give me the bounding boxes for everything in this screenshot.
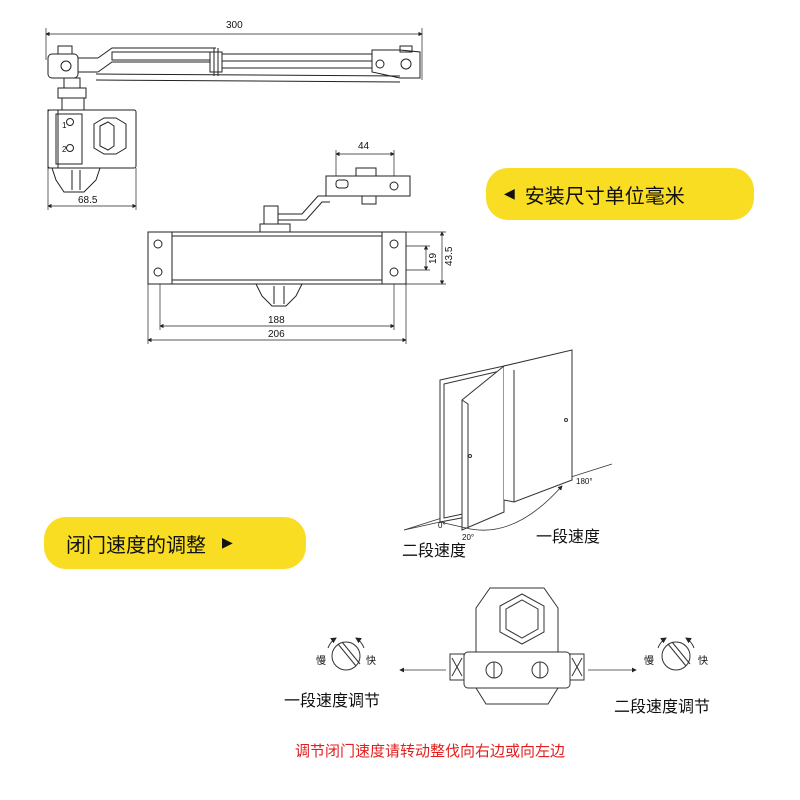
left-triangle-icon: ◀ <box>504 186 515 202</box>
left-adjust-screw <box>327 637 365 671</box>
dim-206-label: 206 <box>268 329 285 340</box>
angle-180-label: 180° <box>576 477 593 486</box>
right-adjust-screw <box>657 637 695 671</box>
left-slow-label: 慢 <box>316 655 326 667</box>
adjust-note: 调节闭门速度请转动整伐向右边或向左边 <box>294 742 565 760</box>
valve-mark-1: 1 <box>62 121 67 130</box>
close-speed-label: 闭门速度的调整 <box>66 532 206 557</box>
install-size-label: 安装尺寸单位毫米 <box>524 183 685 208</box>
front-view-drawing <box>147 150 446 344</box>
dim-44-label: 44 <box>358 141 370 152</box>
dim-68-5-label: 68.5 <box>78 195 98 206</box>
right-fast-label: 快 <box>698 655 708 667</box>
stage-one-adjust-label: 一段速度调节 <box>284 691 380 710</box>
angle-20-label: 20° <box>462 533 474 542</box>
dim-188-label: 188 <box>268 315 285 326</box>
stage-two-adjust-label: 二段速度调节 <box>614 697 710 716</box>
angle-0-label: 0° <box>438 521 446 530</box>
close-speed-pill: 闭门速度的调整 ▶ <box>44 517 306 569</box>
dim-43-5-label: 43.5 <box>444 246 455 266</box>
stage-one-speed-label: 一段速度 <box>536 527 600 546</box>
side-view-drawing <box>45 28 423 210</box>
right-triangle-icon: ▶ <box>222 535 233 551</box>
door-swing-diagram <box>403 349 613 531</box>
valve-body-drawing <box>399 587 637 705</box>
left-fast-label: 快 <box>366 655 376 667</box>
dim-300-label: 300 <box>226 20 243 31</box>
dim-19-label: 19 <box>428 252 439 264</box>
stage-two-speed-label: 二段速度 <box>402 541 466 560</box>
valve-mark-2: 2 <box>62 145 67 154</box>
right-slow-label: 慢 <box>644 655 654 667</box>
install-size-pill: ◀ 安装尺寸单位毫米 <box>486 168 754 220</box>
